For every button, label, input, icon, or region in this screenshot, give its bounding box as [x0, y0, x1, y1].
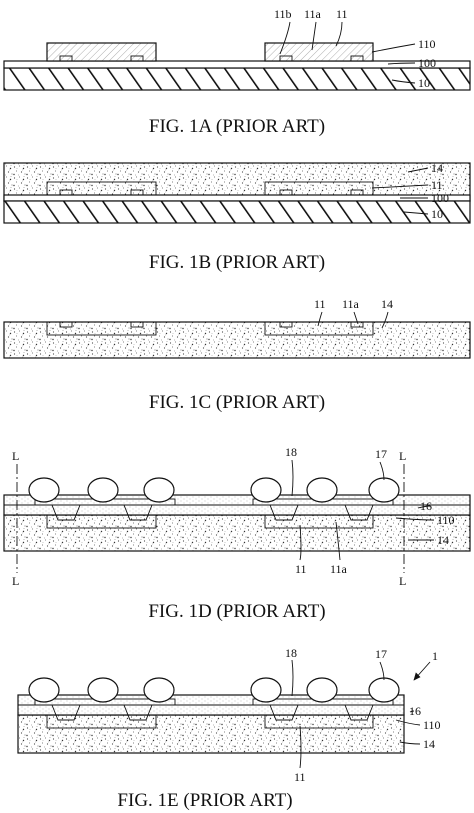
ref-label-110: 110	[437, 513, 455, 527]
ref-label-110: 110	[423, 718, 441, 732]
ref-label-16: 16	[409, 704, 421, 718]
figure-1c: 11 11a 14 FIG. 1C (PRIOR ART)	[3, 297, 471, 413]
solder-balls-17	[28, 477, 400, 503]
ref-label-14: 14	[381, 297, 393, 311]
line-label-L-bottom-left: L	[12, 574, 19, 588]
line-label-L-top-right: L	[399, 449, 406, 463]
ref-label-100: 100	[431, 191, 449, 205]
ref-label-11a: 11a	[330, 562, 348, 576]
ref-label-14: 14	[423, 737, 435, 751]
carrier-10	[3, 67, 471, 91]
figure-1d: 18 17 L L L L 16 110 14 11 11a FIG. 1D (…	[3, 445, 471, 622]
ref-label-11b: 11b	[274, 7, 292, 21]
chip-left-11	[46, 714, 157, 729]
figure-1a: 11b 11a 11 110 100 10 FIG. 1A (PRIOR ART…	[3, 7, 471, 137]
figure-caption-1b: FIG. 1B (PRIOR ART)	[149, 252, 325, 273]
ref-label-17: 17	[375, 647, 387, 661]
electrode-pad	[59, 321, 73, 328]
figure-caption-1c: FIG. 1C (PRIOR ART)	[149, 392, 325, 413]
ref-label-18: 18	[285, 646, 297, 660]
electrode-pad	[130, 55, 144, 62]
ref-label-17: 17	[375, 447, 387, 461]
electrode-pad	[350, 55, 364, 62]
ref-label-110: 110	[418, 37, 436, 51]
electrode-pad	[279, 55, 293, 62]
ref-label-11a: 11a	[342, 297, 360, 311]
ref-label-11: 11	[314, 297, 326, 311]
figure-1b: 14 11 100 10 FIG. 1B (PRIOR ART)	[3, 161, 471, 273]
chip-right-11	[264, 714, 374, 729]
figure-caption-1d: FIG. 1D (PRIOR ART)	[148, 601, 325, 622]
figure-caption-1a: FIG. 1A (PRIOR ART)	[149, 116, 325, 137]
figure-caption-1e: FIG. 1E (PRIOR ART)	[117, 790, 292, 811]
ref-label-11: 11	[294, 770, 306, 784]
ref-label-14: 14	[431, 161, 443, 175]
ref-label-11: 11	[336, 7, 348, 21]
figure-1e: 1 18 17 16 110 14 11 FIG. 1E (PRIOR ART)	[17, 646, 441, 811]
ref-label-10: 10	[431, 207, 443, 221]
ref-label-10: 10	[418, 76, 430, 90]
electrode-pad	[279, 321, 293, 328]
electrode-pad	[130, 321, 144, 328]
package-arrowhead	[413, 672, 421, 681]
chip-left-11	[46, 42, 157, 62]
encapsulant-14	[3, 514, 471, 552]
ref-label-11: 11	[295, 562, 307, 576]
ref-label-1: 1	[432, 649, 438, 663]
line-label-L-top-left: L	[12, 449, 19, 463]
adhesive-layer-100	[3, 60, 471, 69]
ref-label-11: 11	[431, 178, 443, 192]
ref-label-14: 14	[437, 533, 449, 547]
encapsulant-14	[17, 714, 405, 754]
line-label-L-bottom-right: L	[399, 574, 406, 588]
electrode-pad	[59, 55, 73, 62]
ref-label-18: 18	[285, 445, 297, 459]
chip-left-11	[46, 321, 157, 336]
chip-right-11	[264, 514, 374, 529]
solder-balls-17	[28, 677, 400, 703]
ref-label-100: 100	[418, 56, 436, 70]
carrier-10	[3, 200, 471, 224]
chip-left-11	[46, 514, 157, 529]
encapsulant-14	[3, 321, 471, 359]
ref-label-11a: 11a	[304, 7, 322, 21]
ref-label-16: 16	[420, 499, 432, 513]
